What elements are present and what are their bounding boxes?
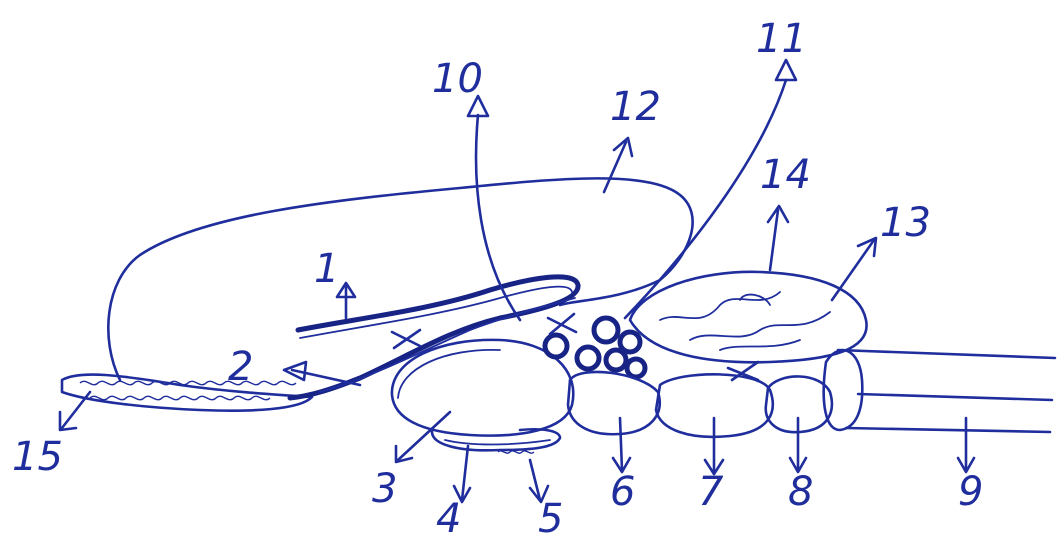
label-6: 6 — [610, 469, 635, 515]
cerebral-hemisphere — [108, 178, 692, 380]
olfactory-bulb — [62, 375, 312, 411]
label-4: 4 — [436, 496, 461, 537]
label-12: 12 — [610, 84, 661, 130]
spinal-cord — [824, 350, 1055, 432]
label-10: 10 — [432, 56, 483, 102]
brainstem — [568, 372, 832, 437]
label-14: 14 — [760, 152, 811, 198]
label-3: 3 — [372, 466, 397, 512]
label-13: 13 — [880, 200, 931, 246]
label-5: 5 — [538, 496, 563, 537]
label-2: 2 — [228, 344, 253, 390]
cerebellum — [660, 292, 830, 380]
label-7: 7 — [698, 469, 724, 515]
pineal-cluster — [545, 314, 645, 377]
label-11: 11 — [756, 16, 807, 62]
label-8: 8 — [788, 469, 813, 515]
label-1: 1 — [314, 246, 339, 292]
label-15: 15 — [12, 434, 63, 480]
label-9: 9 — [958, 469, 983, 515]
